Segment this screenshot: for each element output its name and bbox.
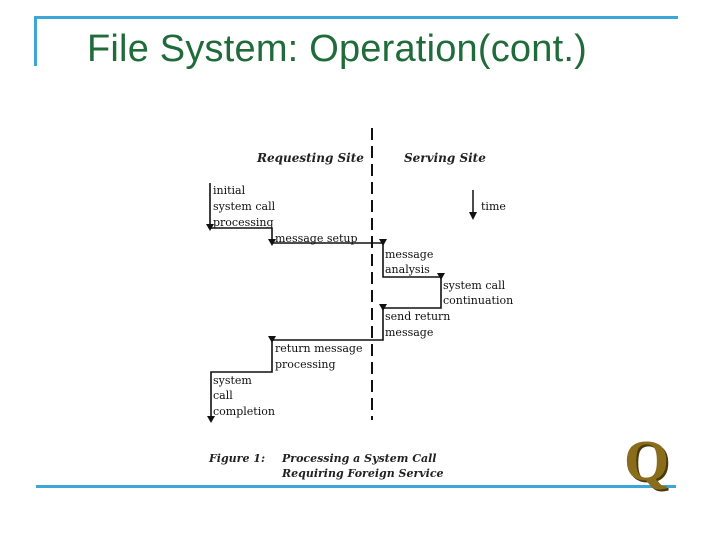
time-arrow-icon [469,190,477,220]
time-label: time [481,200,506,213]
step-completion-label: completion [213,405,275,418]
step-send-return-label: send return [385,310,450,323]
step-system-label: system [213,374,252,387]
process-flow-line [209,183,442,420]
figure-label: Figure 1: [208,452,265,465]
step-system-call-cont-label: system call [443,279,506,292]
q-logo: Q [624,428,670,493]
serving-site-header: Serving Site [404,151,486,165]
flow-arrowheads [206,224,445,423]
step-call-label: call [213,389,233,402]
top-accent-line [34,16,678,19]
step-analysis-label: analysis [385,263,430,276]
step-return-message-label: message [385,326,433,339]
bottom-accent-line [36,485,676,488]
slide-title: File System: Operation(cont.) [87,28,587,70]
step-initial-label: initial [213,184,246,197]
figure-caption-line1: Processing a System Call [281,452,436,465]
step-return-msg-processing-label: return message [275,342,362,355]
step-processing-label: processing [213,216,274,229]
figure-caption-line2: Requiring Foreign Service [281,467,444,480]
step-system-call-label: system call [213,200,276,213]
step-message-setup-label: message setup [275,232,358,245]
left-accent-line [34,16,37,66]
step-message-label: message [385,248,433,261]
step-continuation-label: continuation [443,294,513,307]
step-processing2-label: processing [275,358,336,371]
requesting-site-header: Requesting Site [256,151,364,165]
